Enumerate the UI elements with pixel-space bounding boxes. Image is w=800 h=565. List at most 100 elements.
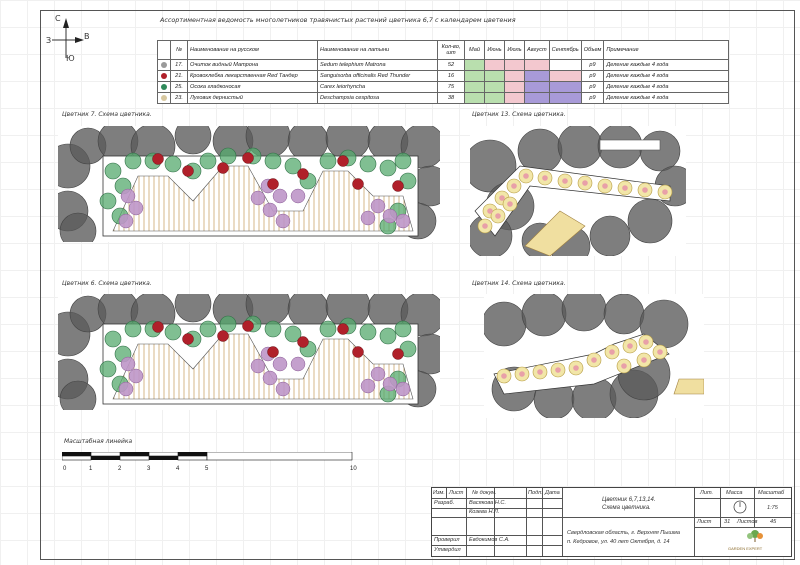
flowerbed-6-scheme bbox=[58, 294, 440, 410]
bloom-month-cell bbox=[548, 70, 582, 82]
stamp-listov-num: 45 bbox=[770, 519, 777, 525]
scale-segment bbox=[206, 451, 353, 461]
carex-plant bbox=[319, 152, 337, 170]
scale-tick-label: 2 bbox=[118, 466, 122, 472]
sanguisorba-plant bbox=[297, 168, 309, 180]
scale-tick-label: 3 bbox=[147, 466, 151, 472]
sedum-center bbox=[537, 369, 543, 375]
compass-cross-icon bbox=[52, 18, 84, 58]
bloom-month-cell bbox=[464, 81, 485, 93]
sanguisorba-plant bbox=[337, 155, 349, 167]
stamp-razrab1: Васякова Н.С. bbox=[469, 500, 507, 506]
plant-marker-icon bbox=[161, 94, 167, 101]
tree-canopy bbox=[521, 294, 567, 337]
stamp-h-sign: Подп. bbox=[528, 490, 543, 496]
scale-tick-label: 5 bbox=[205, 466, 209, 472]
sedum-center bbox=[622, 185, 628, 191]
carex-plant bbox=[219, 315, 237, 333]
stamp-h-lit: Лит. bbox=[700, 490, 714, 496]
bloom-month-cell bbox=[464, 92, 485, 104]
scale-title: Масштабная линейка bbox=[64, 438, 133, 445]
sedum-center bbox=[627, 343, 633, 349]
bloom-month-cell bbox=[504, 81, 525, 93]
sedum-center bbox=[482, 223, 488, 229]
sedum-center bbox=[501, 373, 507, 379]
scale-segment bbox=[62, 452, 91, 456]
compass-west: З bbox=[46, 36, 52, 45]
sedum-plant bbox=[120, 356, 136, 372]
compass-south: Ю bbox=[66, 54, 75, 63]
carex-plant bbox=[104, 330, 122, 348]
sanguisorba-plant bbox=[392, 180, 404, 192]
sanguisorba-plant bbox=[152, 153, 164, 165]
scale-tick-label: 10 bbox=[350, 466, 357, 472]
header-vol: Объем bbox=[580, 40, 605, 60]
bloom-month-cell bbox=[484, 81, 505, 93]
scheme-7-title: Цветник 7. Схема цветника. bbox=[62, 111, 152, 118]
scale-segment bbox=[148, 451, 179, 457]
row-note: Деление каждые 4 года bbox=[603, 70, 730, 82]
header-may: Май bbox=[464, 40, 485, 60]
stamp-r-prov: Проверил bbox=[434, 537, 460, 543]
sanguisorba-plant bbox=[267, 346, 279, 358]
bloom-month-cell bbox=[548, 92, 582, 104]
stamp-h-masht: Масштаб bbox=[758, 490, 785, 496]
masht-clock-icon bbox=[733, 500, 747, 514]
sedum-plant bbox=[360, 210, 376, 226]
scale-segment bbox=[119, 455, 150, 461]
plant-marker-icon bbox=[161, 61, 167, 68]
sedum-center bbox=[573, 365, 579, 371]
flowerbed-7-scheme bbox=[58, 126, 440, 242]
carex-plant bbox=[104, 162, 122, 180]
bloom-month-cell bbox=[484, 59, 505, 71]
compass-east: В bbox=[84, 32, 90, 41]
stamp-address1: Свердловская область, г. Верхняя Пышма bbox=[567, 530, 681, 536]
bloom-month-cell bbox=[504, 59, 525, 71]
row-name-lat: Sanguisorba officinalis Red Thunder bbox=[317, 70, 438, 82]
sedum-plant bbox=[118, 213, 134, 229]
scheme-13-title: Цветник 13. Схема цветника. bbox=[472, 111, 566, 118]
sedum-plant bbox=[370, 198, 386, 214]
bloom-month-cell bbox=[524, 81, 550, 93]
sedum-plant bbox=[395, 213, 411, 229]
bench bbox=[673, 378, 704, 395]
plant-marker-icon bbox=[161, 72, 167, 79]
marker-cell bbox=[157, 59, 171, 71]
sedum-plant bbox=[272, 356, 288, 372]
scale-segment bbox=[61, 455, 92, 461]
bloom-month-cell bbox=[504, 92, 525, 104]
sedum-center bbox=[487, 208, 493, 214]
bench bbox=[524, 210, 586, 256]
sedum-plant bbox=[262, 370, 278, 386]
row-name-lat: Carex leiorhyncha bbox=[317, 81, 438, 93]
sanguisorba-plant bbox=[267, 178, 279, 190]
sedum-center bbox=[662, 189, 668, 195]
sanguisorba-plant bbox=[242, 320, 254, 332]
bloom-month-cell bbox=[484, 70, 505, 82]
bloom-month-cell bbox=[548, 59, 582, 71]
assortment-table: № Наименование на русском Наименование н… bbox=[157, 40, 730, 104]
tree-canopy bbox=[470, 139, 517, 193]
sedum-plant bbox=[128, 200, 144, 216]
sedum-center bbox=[507, 201, 513, 207]
flowerbed-14-scheme bbox=[484, 294, 704, 418]
stamp-title1: Цветник 6,7,13,14. bbox=[602, 497, 656, 503]
sedum-center bbox=[641, 357, 647, 363]
carex-plant bbox=[319, 320, 337, 338]
sedum-center bbox=[643, 339, 649, 345]
row-vol: р9 bbox=[580, 92, 605, 104]
scale-segment bbox=[120, 452, 149, 456]
sanguisorba-plant bbox=[182, 165, 194, 177]
sedum-center bbox=[511, 183, 517, 189]
header-lat: Наименование на латыни bbox=[317, 40, 438, 60]
flowerbed-13-scheme bbox=[470, 126, 686, 256]
sedum-plant bbox=[250, 190, 266, 206]
marker-cell bbox=[157, 92, 171, 104]
sedum-plant bbox=[290, 356, 306, 372]
stamp-prov: Евдокимов С.А. bbox=[469, 537, 510, 543]
